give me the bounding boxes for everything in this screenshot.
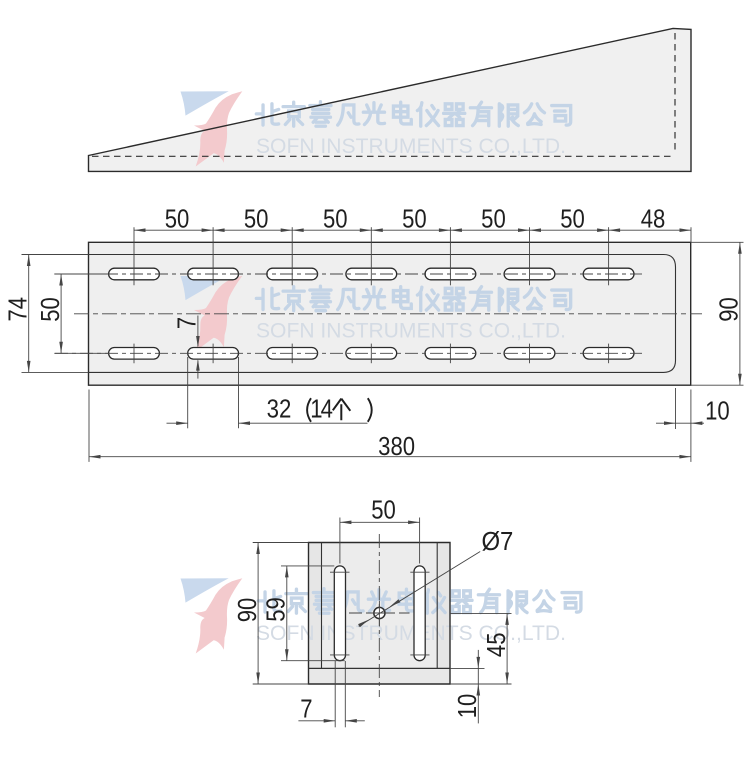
svg-text:4: 4 — [321, 395, 333, 424]
svg-text:10: 10 — [453, 694, 482, 719]
svg-text:10: 10 — [705, 397, 730, 426]
svg-text:59: 59 — [262, 597, 291, 622]
svg-text:90: 90 — [233, 598, 262, 623]
svg-text:SOFN INSTRUMENTS CO.,LTD.: SOFN INSTRUMENTS CO.,LTD. — [256, 318, 566, 342]
svg-text:32: 32 — [267, 395, 292, 424]
svg-text:74: 74 — [4, 297, 33, 322]
svg-text:45: 45 — [482, 633, 511, 658]
svg-text:50: 50 — [481, 205, 506, 234]
svg-text:380: 380 — [378, 432, 415, 461]
svg-text:50: 50 — [371, 496, 396, 525]
svg-text:Ø7: Ø7 — [481, 527, 513, 556]
svg-text:50: 50 — [323, 205, 348, 234]
svg-text:SOFN INSTRUMENTS CO.,LTD.: SOFN INSTRUMENTS CO.,LTD. — [256, 621, 566, 645]
svg-text:50: 50 — [402, 205, 427, 234]
svg-text:50: 50 — [560, 205, 585, 234]
svg-text:48: 48 — [641, 205, 666, 234]
svg-text:7: 7 — [300, 695, 312, 724]
svg-text:SOFN INSTRUMENTS CO.,LTD.: SOFN INSTRUMENTS CO.,LTD. — [256, 134, 566, 158]
svg-text:1: 1 — [310, 395, 322, 424]
svg-text:50: 50 — [165, 205, 190, 234]
svg-text:90: 90 — [715, 297, 744, 322]
svg-text:7: 7 — [173, 317, 202, 329]
svg-text:50: 50 — [36, 297, 65, 322]
svg-text:50: 50 — [244, 205, 269, 234]
